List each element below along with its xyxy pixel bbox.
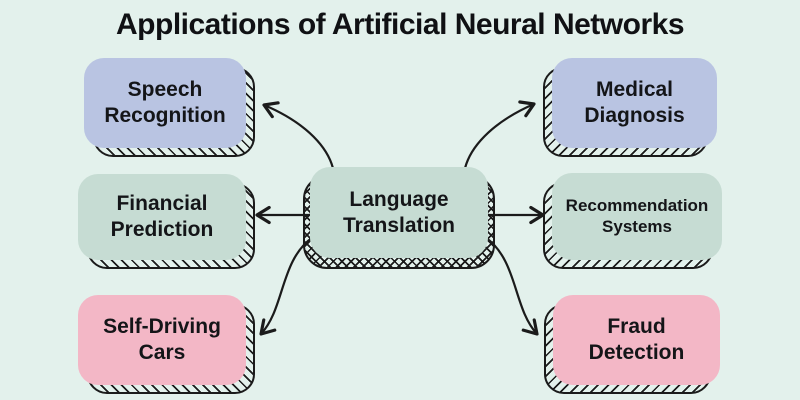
node-fraud-detection: Fraud Detection [544, 295, 720, 394]
node-medical-diagnosis: Medical Diagnosis [543, 58, 717, 157]
node-self-driving-cars: Self-Driving Cars [78, 295, 255, 394]
node-label: Recommendation Systems [552, 173, 722, 260]
node-language-translation: Language Translation [303, 167, 495, 269]
node-label: Financial Prediction [78, 174, 246, 260]
node-label: Self-Driving Cars [78, 295, 246, 385]
node-recommendation-systems: Recommendation Systems [543, 173, 722, 269]
diagram-title: Applications of Artificial Neural Networ… [116, 8, 685, 41]
node-label: Speech Recognition [84, 58, 246, 148]
node-speech-recognition: Speech Recognition [84, 58, 255, 157]
node-label: Language Translation [310, 167, 488, 258]
node-label: Fraud Detection [553, 295, 720, 385]
node-label: Medical Diagnosis [552, 58, 717, 148]
node-financial-prediction: Financial Prediction [78, 174, 255, 269]
